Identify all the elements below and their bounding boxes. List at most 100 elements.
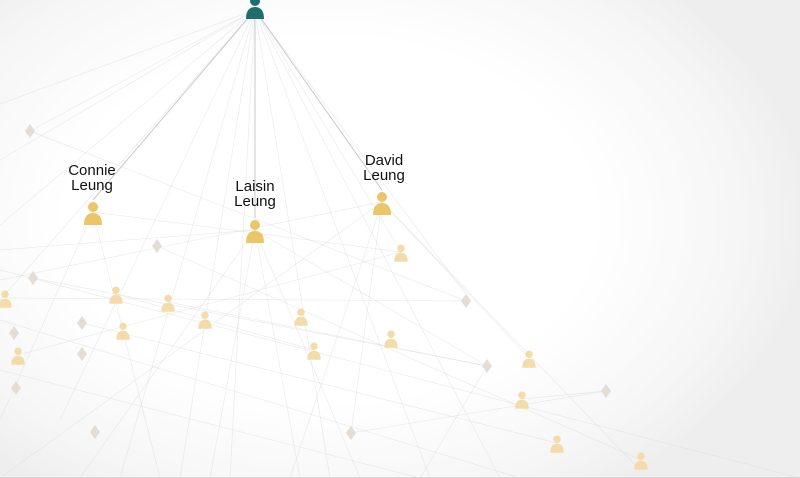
faded-person-icon-body <box>116 330 130 340</box>
faded-person-icon-head <box>119 322 127 330</box>
background-edge <box>254 9 431 478</box>
background-edge <box>254 229 488 367</box>
main-nodes <box>84 0 391 243</box>
person-label-laisin[interactable]: Laisin Leung <box>215 179 295 209</box>
faded-diamond-node <box>601 384 611 398</box>
background-edge <box>0 9 256 161</box>
faded-person-icon-body <box>161 302 175 312</box>
faded-person-icon-body <box>307 350 321 360</box>
background-edge <box>115 293 315 351</box>
background-edge <box>0 9 256 301</box>
person-label-david[interactable]: David Leung <box>344 153 424 183</box>
faded-person-icon-head <box>397 244 405 252</box>
faded-person-icon-body <box>634 460 648 470</box>
background-edge <box>0 9 256 226</box>
root-person-icon[interactable] <box>246 0 264 19</box>
faded-person-icon-body <box>198 319 212 329</box>
background-edge <box>381 201 641 471</box>
person-icon-connie[interactable] <box>84 202 102 225</box>
background-edge <box>254 229 361 478</box>
background-edge <box>0 201 383 281</box>
background-edge <box>29 130 467 302</box>
faded-diamond-node <box>461 294 471 308</box>
background-edge <box>254 229 301 478</box>
faded-person-icon <box>161 294 175 312</box>
background-edge <box>254 9 331 478</box>
faded-person-icon-body <box>384 338 398 348</box>
faded-person-icon <box>515 391 529 409</box>
faded-diamond-node <box>346 426 356 440</box>
main-edge <box>254 9 383 191</box>
background-edge <box>17 251 402 356</box>
background-edge <box>0 369 421 478</box>
faded-person-icon-head <box>525 350 533 358</box>
main-edges <box>92 9 383 218</box>
main-edge <box>92 9 256 201</box>
background-edge <box>350 201 383 434</box>
person-label-connie[interactable]: Connie Leung <box>52 163 132 193</box>
faded-person-icon-body <box>11 355 25 365</box>
faded-person-icon <box>109 286 123 304</box>
faded-person-icon-body <box>515 399 529 409</box>
background-edge <box>179 9 256 478</box>
background-edge <box>92 211 402 253</box>
faded-diamond-node <box>9 326 19 340</box>
faded-person-icon-body <box>0 298 12 308</box>
faded-person-icon-body <box>394 252 408 262</box>
faded-person-icon <box>0 290 12 308</box>
faded-person-icon-body <box>522 358 536 368</box>
background-edge <box>0 9 256 105</box>
faded-person-icon <box>384 330 398 348</box>
background-edge <box>59 9 256 421</box>
faded-person-icon-head <box>637 452 645 460</box>
background-edge <box>156 245 642 461</box>
person-icon-laisin-head <box>250 220 260 230</box>
background-nodes <box>0 124 648 470</box>
background-edge <box>0 269 800 478</box>
first-name: Laisin <box>235 178 275 195</box>
faded-person-icon <box>634 452 648 470</box>
faded-person-icon-head <box>164 294 172 302</box>
faded-diamond-node <box>77 316 87 330</box>
background-edge <box>254 9 501 478</box>
background-edge <box>229 9 256 478</box>
background-edge <box>119 9 256 478</box>
background-edge <box>209 229 256 478</box>
faded-person-icon <box>394 244 408 262</box>
background-edge <box>419 365 488 478</box>
faded-person-icon-head <box>553 435 561 443</box>
faded-diamond-node <box>90 425 100 439</box>
faded-person-icon-head <box>201 311 209 319</box>
background-edge <box>0 319 521 478</box>
faded-diamond-node <box>25 124 35 138</box>
background-edge <box>350 390 607 434</box>
faded-person-icon <box>307 342 321 360</box>
faded-person-icon-head <box>112 286 120 294</box>
background-edge <box>79 229 256 478</box>
last-name: Leung <box>363 167 405 184</box>
faded-person-icon <box>198 311 212 329</box>
root-person-icon-body <box>246 7 264 19</box>
faded-diamond-node <box>28 271 38 285</box>
last-name: Leung <box>234 193 276 210</box>
person-icon-laisin[interactable] <box>246 220 264 243</box>
background-edge <box>4 297 467 302</box>
person-icon-david[interactable] <box>373 192 391 215</box>
faded-diamond-node <box>152 239 162 253</box>
background-edge <box>381 201 530 359</box>
faded-person-icon-head <box>14 347 22 355</box>
first-name: Connie <box>68 162 116 179</box>
root-person-icon-head <box>250 0 260 6</box>
faded-person-icon-head <box>518 391 526 399</box>
background-edge <box>32 277 488 367</box>
faded-person-icon-body <box>294 316 308 326</box>
person-icon-connie-body <box>84 213 102 225</box>
background-edge <box>29 9 256 132</box>
faded-person-icon-body <box>109 294 123 304</box>
background-edge <box>0 229 256 251</box>
person-icon-laisin-body <box>246 231 264 243</box>
faded-person-icon-body <box>550 443 564 453</box>
background-edge <box>92 211 161 478</box>
faded-person-icon-head <box>310 342 318 350</box>
